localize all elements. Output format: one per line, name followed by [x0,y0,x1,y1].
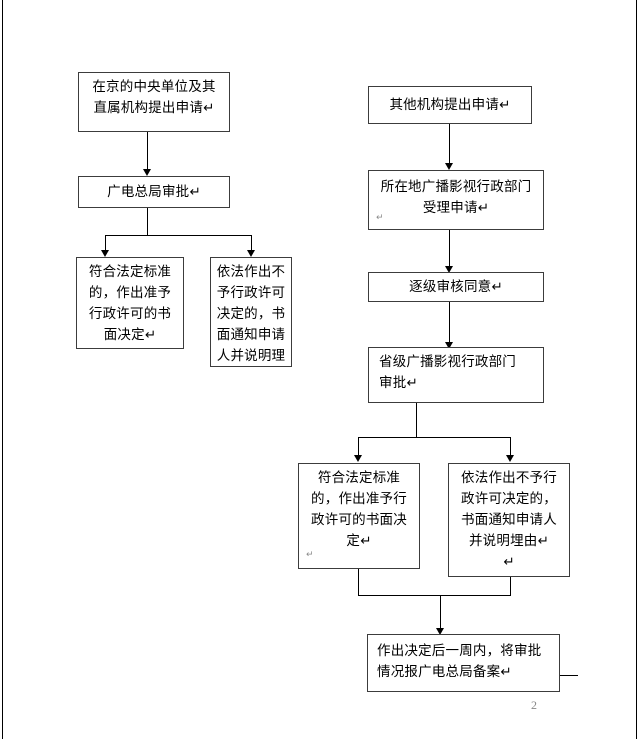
connector-central-to-approval [147,132,148,171]
node-other-agency-application: 其他机构提出申请↵ [368,86,532,124]
arrowhead-approve-right [354,455,362,462]
connector-approval-split-bar [105,235,251,236]
connector-provincial-split-left [358,437,359,457]
node-sarft-approval: 广电总局审批↵ [78,176,230,208]
node-central-unit-application: 在京的中央单位及其 直属机构提出申请↵ [78,72,230,132]
arrowhead-other-to-accept [445,163,453,170]
node-right-reject-decision: 依法作出不予行 政许可决定的， 书面通知申请人 并说明埋由↵ ↵ [448,463,570,577]
node-local-bureau-accept: 所在地广播影视行政部门 受理申请↵ [368,170,544,230]
connector-provincial-split-bar [358,437,510,438]
node-left-approve-decision: 符合法定标准 的，作出准予 行政许可的书 面决定↵ [76,257,184,349]
arrowhead-approve-left [101,250,109,257]
connector-review-to-provincial [449,302,450,344]
node-right-approve-decision: 符合法定标准 的，作出准予行 政许可的书面决 定↵ [298,463,420,569]
connector-provincial-stem [416,403,417,437]
page-border-left [2,0,3,739]
node-left-reject-decision: 依法作出不 予行政许可 决定的，书 面通知申请 人并说明理 [210,257,292,367]
editor-mark-accept: ↵ [376,213,384,223]
connector-accept-to-review [449,230,450,268]
connector-other-to-accept [449,124,450,165]
connector-approval-split-right [251,235,252,252]
connector-reject-down [510,577,511,596]
page-number: 2 [531,698,537,712]
node-level-by-level-review: 逐级审核同意↵ [368,272,544,302]
arrowhead-merge-to-final [436,628,444,635]
arrowhead-accept-to-review [445,266,453,273]
connector-approval-split-left [105,235,106,252]
connector-approval-stem [147,208,148,235]
node-file-with-sarft: 作出决定后一周内，将审批 情况报广电总局备案↵ [367,634,560,692]
connector-provincial-split-right [510,437,511,457]
connector-merge-to-final [440,595,441,630]
arrowhead-reject-left [247,250,255,257]
footer-rule [560,675,578,676]
page-border-right [636,0,637,739]
arrowhead-reject-right [506,455,514,462]
connector-merge-bar [358,595,511,596]
node-provincial-approval: 省级广播影视行政部门 审批↵ [368,347,544,403]
connector-approve-down [358,569,359,596]
arrowhead-central-to-approval [143,169,151,176]
editor-mark-approve: ↵ [306,550,314,560]
arrowhead-review-to-provincial [445,342,453,349]
